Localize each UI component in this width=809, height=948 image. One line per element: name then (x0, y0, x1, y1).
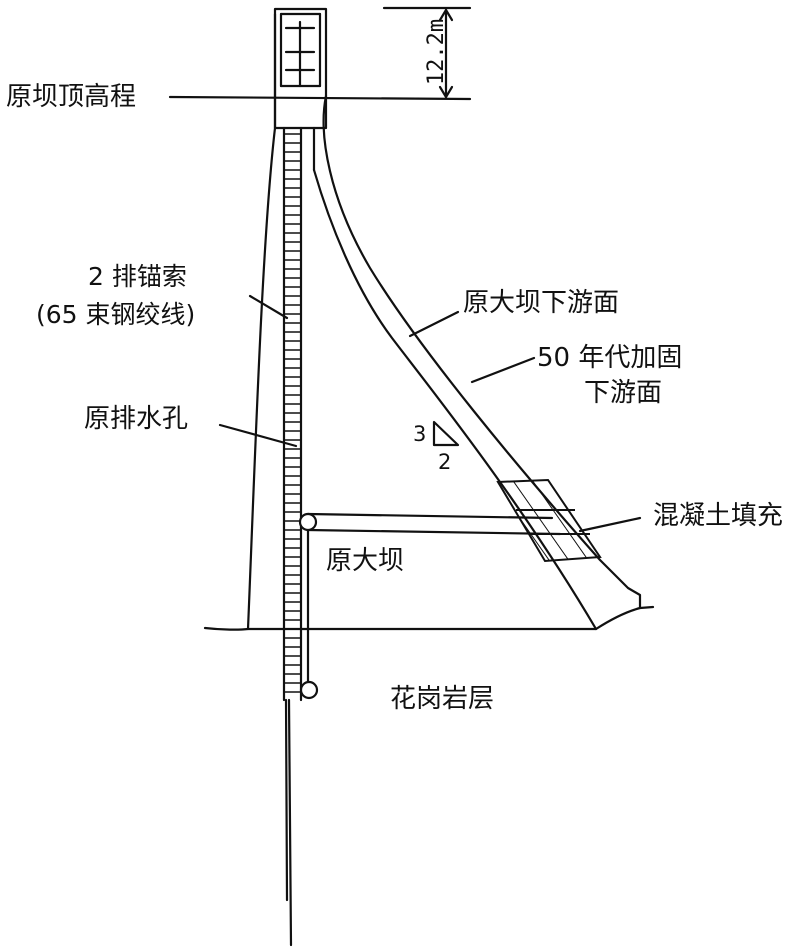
downstream-face-label: 原大坝下游面 (463, 288, 620, 318)
slope-triangle (432, 420, 460, 447)
anchor-cable-deep (287, 698, 293, 947)
drain-hole-label: 原排水孔 (84, 404, 189, 434)
anchor-column-rungs (284, 133, 301, 693)
anchor-rows-label: 2 排锚索 (88, 262, 187, 291)
gallery-top (306, 512, 554, 520)
fill-leader (578, 516, 642, 533)
drain-bottom-circle (299, 680, 319, 700)
drain-leader (218, 423, 298, 448)
concrete-fill-label: 混凝土填充 (653, 501, 784, 531)
original-dam-label: 原大坝 (326, 546, 405, 576)
crest-elevation-label: 原坝顶高程 (6, 82, 137, 112)
dam-upstream-face (246, 12, 277, 631)
granite-layer-label: 花岗岩层 (390, 684, 495, 714)
gallery-bottom (306, 528, 562, 536)
slope-vertical-label: 3 (413, 422, 427, 446)
reinforced-leader (470, 356, 536, 384)
height-dimension-label: 12.2m (424, 18, 449, 86)
crest-elevation-leader (168, 95, 472, 101)
anchor-leader (248, 294, 289, 320)
reinforced-face-label-line1: 50 年代加固 (537, 343, 683, 373)
slope-horizontal-label: 2 (438, 450, 452, 474)
gallery-hole-circle (298, 512, 318, 532)
reinforced-face-label-line2: 下游面 (584, 378, 663, 408)
downstream-leader (408, 310, 460, 338)
concrete-fill-hatch (496, 478, 602, 563)
anchor-strands-label: (65 束钢绞线) (36, 300, 196, 329)
